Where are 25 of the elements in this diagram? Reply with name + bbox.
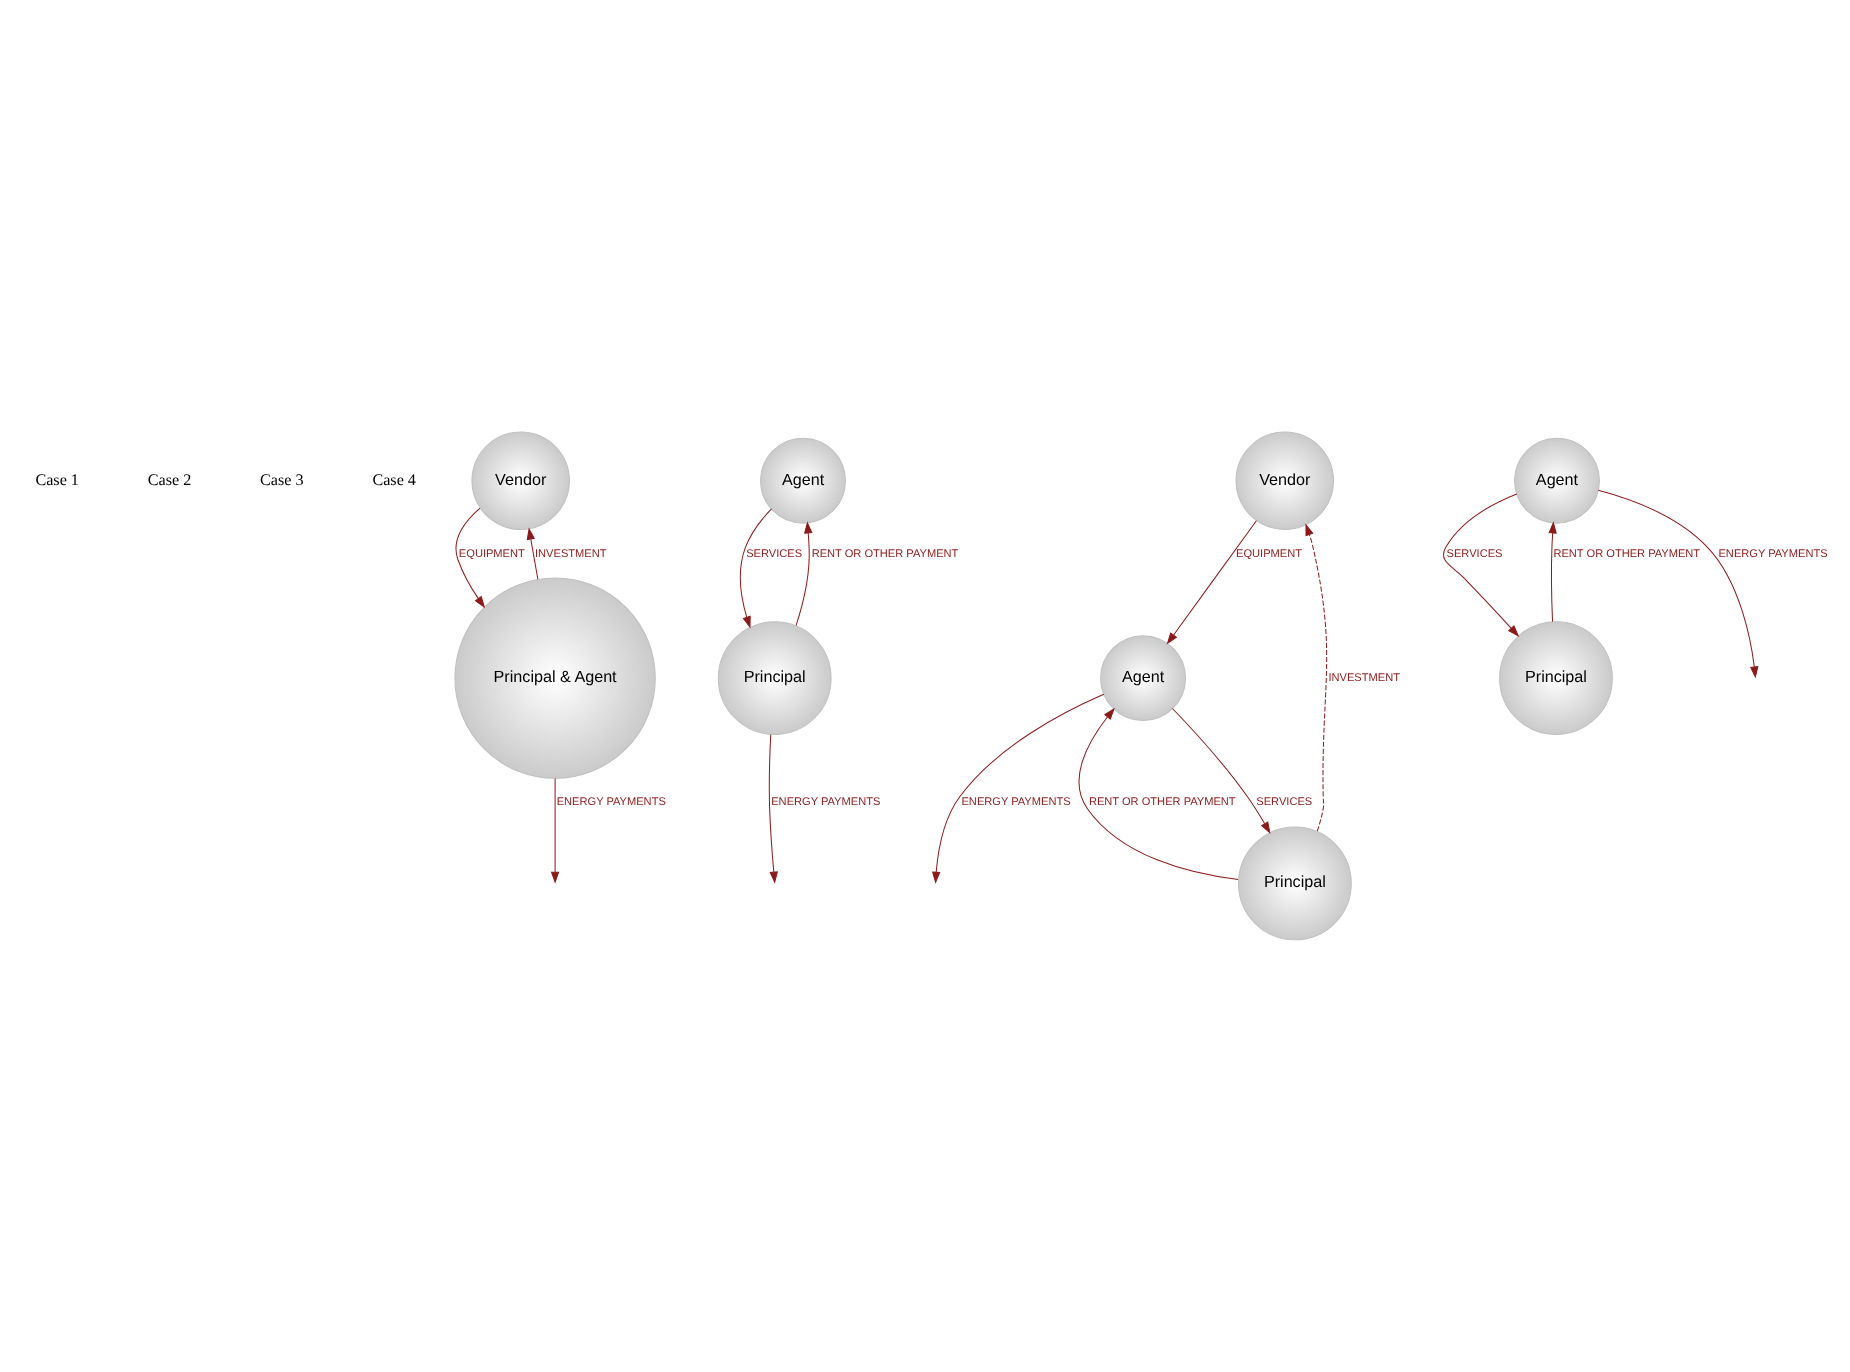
node-circle: Vendor bbox=[1234, 431, 1333, 530]
arrow bbox=[1442, 493, 1519, 637]
arrow bbox=[1170, 708, 1270, 834]
arrow bbox=[454, 507, 485, 609]
node-circle: Principal bbox=[716, 621, 831, 736]
arrow bbox=[549, 777, 559, 884]
arrow bbox=[1165, 520, 1256, 645]
label: Case 2 bbox=[146, 470, 191, 489]
arrow bbox=[738, 508, 771, 629]
node-circle: Principal & Agent bbox=[453, 577, 655, 779]
label: Case 3 bbox=[259, 470, 303, 489]
arrow bbox=[1304, 523, 1327, 832]
arrow bbox=[1596, 489, 1758, 679]
arrow bbox=[930, 693, 1104, 884]
node-circle: Agent bbox=[1513, 437, 1599, 524]
arrow bbox=[1077, 707, 1238, 880]
label: Case 4 bbox=[371, 470, 415, 489]
node-circle: Agent bbox=[759, 437, 845, 524]
arrow bbox=[794, 521, 812, 627]
arrow bbox=[525, 527, 538, 580]
arrow bbox=[1547, 521, 1556, 623]
arrow bbox=[767, 734, 777, 884]
label: Case 1 bbox=[34, 470, 78, 489]
node-circle: Vendor bbox=[470, 431, 569, 530]
node-circle: Principal bbox=[1237, 826, 1351, 941]
